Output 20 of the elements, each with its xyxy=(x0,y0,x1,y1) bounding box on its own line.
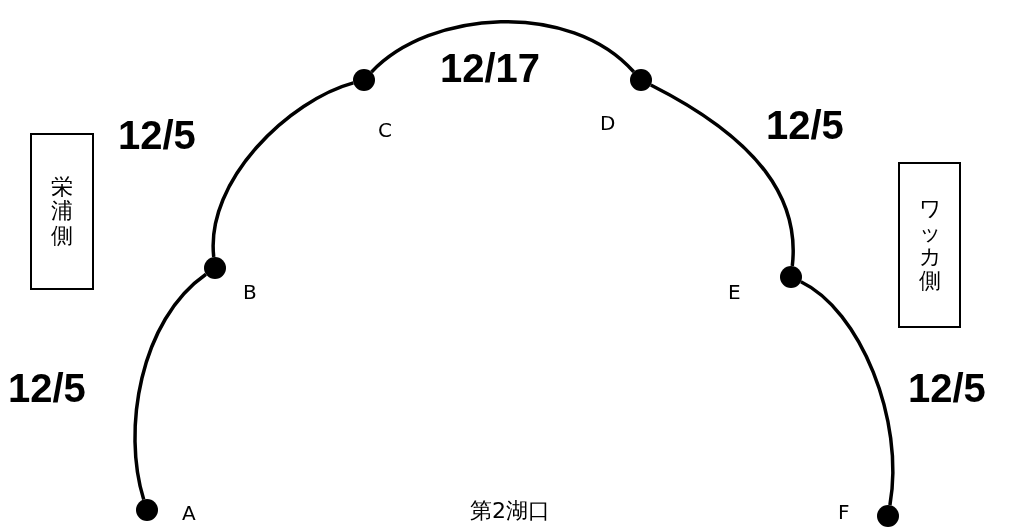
point-label: D xyxy=(600,113,616,133)
side-box: 栄浦側 xyxy=(30,133,94,290)
point-dot xyxy=(353,69,375,91)
side-box: ワッカ側 xyxy=(898,162,961,328)
route-line xyxy=(211,81,354,258)
place-label: 第2湖口 xyxy=(470,500,550,522)
route-line xyxy=(650,83,795,267)
point-label: B xyxy=(243,282,257,302)
point-label: E xyxy=(728,282,741,302)
point-dot xyxy=(877,505,899,527)
point-dot xyxy=(780,266,802,288)
route-line xyxy=(133,272,208,500)
point-dot xyxy=(630,69,652,91)
route-line xyxy=(800,280,895,506)
point-dot xyxy=(204,257,226,279)
point-dot xyxy=(136,499,158,521)
route-line xyxy=(370,20,635,74)
point-label: C xyxy=(378,120,392,140)
point-label: F xyxy=(838,502,850,522)
point-label: A xyxy=(182,503,196,523)
